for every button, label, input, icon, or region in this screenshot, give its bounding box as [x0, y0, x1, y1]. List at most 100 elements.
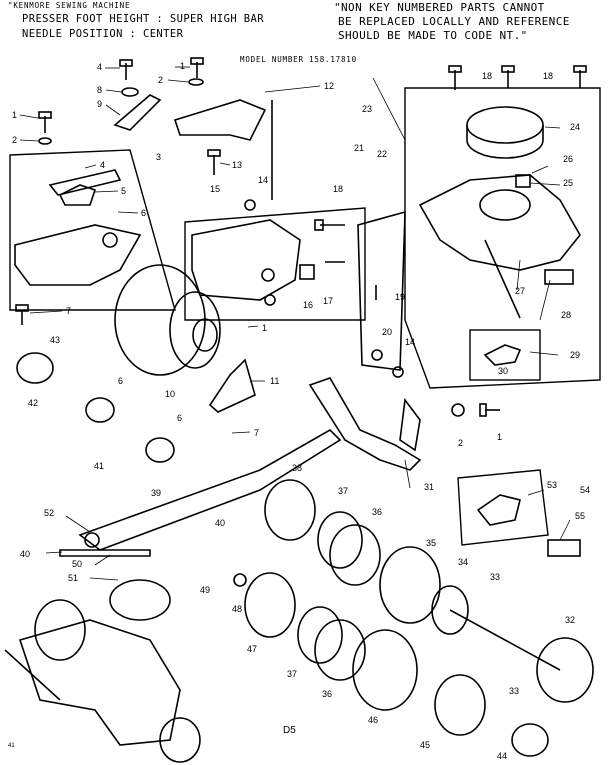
model-number: MODEL NUMBER 158.17810 [240, 55, 357, 64]
callout-24: 24 [570, 122, 580, 132]
callout-1-d: 1 [497, 432, 502, 442]
callout-1-a: 1 [180, 61, 185, 71]
callout-51: 51 [68, 573, 78, 583]
assembly-box-29 [469, 329, 541, 381]
callout-2-a: 2 [158, 75, 163, 85]
callout-44: 44 [497, 751, 507, 761]
screw-part-1-right [479, 403, 500, 417]
washer-part-2-right [451, 403, 465, 417]
bracket-part-9 [113, 94, 162, 131]
assembly-part-51 [109, 579, 171, 621]
needle-position: NEEDLE POSITION : CENTER [22, 28, 184, 40]
callout-7-a: 7 [66, 306, 71, 316]
callout-14-a: 14 [258, 175, 268, 185]
plate-part-4 [48, 169, 122, 196]
bracket-part-15 [191, 219, 301, 301]
corner-mark: 41 [8, 743, 15, 749]
callout-13: 13 [232, 160, 242, 170]
screw-part-18-top-2 [501, 65, 515, 88]
callout-12: 12 [324, 81, 334, 91]
callout-4-b: 4 [100, 160, 105, 170]
clip-part-5 [58, 184, 97, 206]
callout-9: 9 [97, 99, 102, 109]
plate-part-19 [357, 210, 406, 371]
assembly-box-23 [404, 87, 601, 389]
screw-part-1-top [190, 57, 204, 78]
callout-35: 35 [426, 538, 436, 548]
motor-part-10 [114, 264, 206, 376]
washer-part-2-left [38, 137, 52, 145]
callout-52: 52 [44, 508, 54, 518]
callout-37-a: 37 [338, 486, 348, 496]
screw-part-18-mid [314, 219, 345, 231]
part-30 [483, 344, 522, 366]
callout-18-c: 18 [543, 71, 553, 81]
callout-3: 3 [156, 152, 161, 162]
cam-part-34 [431, 585, 469, 635]
assembly-box-3 [9, 149, 176, 311]
callout-45: 45 [420, 740, 430, 750]
callout-19: 19 [395, 292, 405, 302]
callout-6-a: 6 [141, 208, 146, 218]
note-line-1: "NON KEY NUMBERED PARTS CANNOT [334, 1, 545, 14]
callout-15: 15 [210, 184, 220, 194]
block-part-28 [544, 269, 574, 285]
callout-39: 39 [151, 488, 161, 498]
callout-42: 42 [28, 398, 38, 408]
callout-7-b: 7 [254, 428, 259, 438]
screw-part-13 [207, 149, 221, 175]
callout-37-b: 37 [287, 669, 297, 679]
callout-41: 41 [94, 461, 104, 471]
callout-30: 30 [498, 366, 508, 376]
lever-part-52 [78, 429, 342, 551]
eyelet-part-8 [121, 87, 139, 97]
callout-2-c: 2 [458, 438, 463, 448]
callout-54: 54 [580, 485, 590, 495]
callout-16: 16 [303, 300, 313, 310]
cam-part-39 [145, 437, 175, 463]
callout-6-c: 6 [177, 413, 182, 423]
cam-part-41 [85, 397, 115, 423]
callout-50: 50 [72, 559, 82, 569]
callout-32: 32 [565, 615, 575, 625]
callout-31: 31 [424, 482, 434, 492]
callout-34: 34 [458, 557, 468, 567]
assembly-box-54 [457, 469, 549, 546]
callout-43: 43 [50, 335, 60, 345]
cam-part-36 [329, 524, 381, 586]
screw-part-18-top-1 [448, 65, 462, 90]
callout-38: 38 [292, 463, 302, 473]
callout-33-a: 33 [490, 572, 500, 582]
part-55 [547, 539, 581, 557]
callout-14-b: 14 [405, 337, 415, 347]
cam-part-37-lower [297, 606, 343, 664]
callout-47: 47 [247, 644, 257, 654]
callout-10: 10 [165, 389, 175, 399]
cam-part-42 [16, 352, 54, 384]
callout-21: 21 [354, 143, 364, 153]
callout-27: 27 [515, 286, 525, 296]
presser-bar-part [14, 224, 142, 286]
cam-part-46 [352, 629, 418, 711]
callout-20: 20 [382, 327, 392, 337]
cam-part-45 [434, 674, 486, 736]
washer-part-14 [244, 199, 256, 211]
page-code: D5 [283, 725, 296, 736]
presser-foot-height: PRESSER FOOT HEIGHT : SUPER HIGH BAR [22, 13, 264, 25]
callout-29: 29 [570, 350, 580, 360]
callout-1-c: 1 [262, 323, 267, 333]
callout-48: 48 [232, 604, 242, 614]
cam-part-38 [264, 479, 316, 541]
screw-part-7-left [15, 304, 29, 325]
mechanism-body [418, 174, 581, 271]
callout-8: 8 [97, 85, 102, 95]
cam-part-37 [317, 511, 363, 569]
link-part-11 [208, 358, 256, 413]
washer-part-48 [233, 573, 247, 587]
cap-part-44 [511, 723, 549, 757]
screw-part-18-top-3 [573, 65, 587, 88]
callout-26: 26 [563, 154, 573, 164]
lever-part-12 [173, 99, 267, 141]
callout-36-b: 36 [322, 689, 332, 699]
